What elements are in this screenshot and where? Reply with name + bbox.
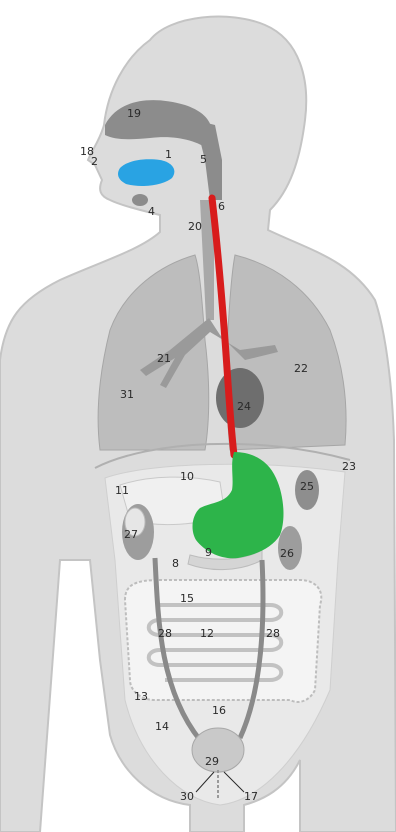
label-14: 14 [155, 720, 169, 733]
label-19: 19 [127, 107, 141, 120]
large-intestine [125, 580, 321, 702]
label-28-left: 28 [266, 627, 280, 640]
label-28-right: 28 [158, 627, 172, 640]
label-10: 10 [180, 470, 194, 483]
label-21: 21 [157, 352, 171, 365]
label-16: 16 [212, 704, 226, 717]
label-23: 23 [342, 460, 356, 473]
label-30: 30 [180, 790, 194, 803]
label-18: 18 [80, 145, 94, 158]
label-1: 1 [165, 148, 172, 161]
heart [216, 368, 264, 428]
label-20: 20 [188, 220, 202, 233]
label-24: 24 [237, 400, 251, 413]
label-8: 8 [172, 557, 179, 570]
label-29: 29 [205, 755, 219, 768]
label-5: 5 [200, 153, 207, 166]
label-4: 4 [148, 205, 155, 218]
label-12: 12 [200, 627, 214, 640]
label-6: 6 [218, 200, 225, 213]
label-31: 31 [120, 388, 134, 401]
label-9: 9 [205, 546, 212, 559]
label-17: 17 [244, 790, 258, 803]
salivary-gland [132, 194, 148, 206]
label-13: 13 [134, 690, 148, 703]
label-11: 11 [115, 484, 129, 497]
label-15: 15 [180, 592, 194, 605]
label-25: 25 [300, 480, 314, 493]
label-26: 26 [280, 547, 294, 560]
label-27: 27 [124, 528, 138, 541]
label-22: 22 [294, 362, 308, 375]
